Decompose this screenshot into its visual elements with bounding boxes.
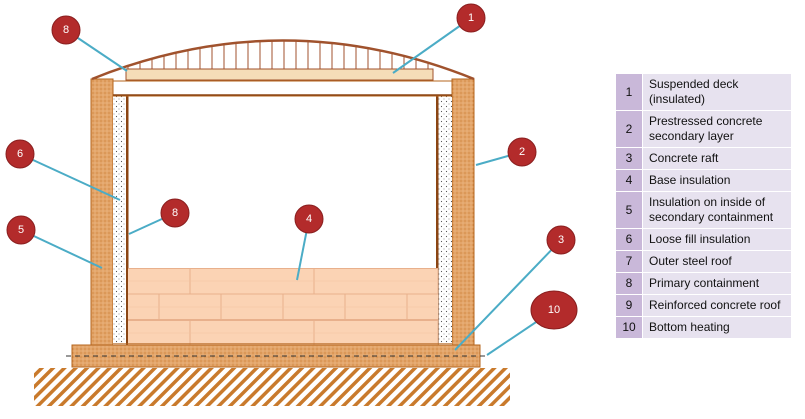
marker-10: 10	[530, 290, 578, 330]
legend-label: Primary containment	[642, 272, 792, 295]
marker-6-label: 6	[17, 148, 23, 160]
legend-label: Outer steel roof	[642, 250, 792, 273]
marker-10-badge	[530, 290, 578, 330]
marker-6-badge	[5, 139, 35, 169]
roof-ribs	[127, 40, 429, 69]
marker-6: 6	[5, 139, 35, 169]
leader-1	[392, 17, 472, 74]
marker-3-badge	[546, 225, 576, 255]
suspended-deck	[125, 68, 434, 81]
leader-3	[454, 239, 562, 351]
left-primary-wall	[126, 96, 129, 345]
marker-7-label: 8	[63, 24, 69, 36]
marker-2-badge	[507, 137, 537, 167]
leader-6	[19, 153, 121, 201]
right-primary-wall	[436, 96, 439, 345]
marker-7: 8	[51, 15, 81, 45]
marker-5-badge	[6, 215, 36, 245]
legend-number: 10	[615, 316, 643, 339]
marker-4-badge	[294, 204, 324, 234]
legend-label: Bottom heating	[642, 316, 792, 339]
marker-1-badge	[456, 3, 486, 33]
reinforced-concrete-roof	[112, 80, 453, 97]
marker-8-badge	[160, 198, 190, 228]
marker-10-label: 10	[548, 304, 560, 316]
marker-2: 2	[507, 137, 537, 167]
marker-3: 3	[546, 225, 576, 255]
leader-5	[20, 229, 103, 269]
marker-1: 1	[456, 3, 486, 33]
marker-5: 5	[6, 215, 36, 245]
legend-number: 8	[615, 272, 643, 295]
legend-label: Insulation on inside of secondary contai…	[642, 191, 792, 229]
legend-number: 7	[615, 250, 643, 273]
marker-2-label: 2	[519, 146, 525, 158]
legend-label: Loose fill insulation	[642, 228, 792, 251]
marker-1-label: 1	[468, 12, 474, 24]
outer-steel-roof	[91, 39, 475, 81]
ground-hatch	[34, 368, 510, 406]
marker-8-label: 8	[172, 207, 178, 219]
marker-7-badge	[51, 15, 81, 45]
left-loose-fill	[113, 96, 127, 345]
legend-label: Prestressed concrete secondary layer	[642, 110, 792, 148]
marker-5-label: 5	[18, 224, 24, 236]
marker-4-label: 4	[306, 213, 312, 225]
marker-8: 8	[160, 198, 190, 228]
legend-label: Base insulation	[642, 169, 792, 192]
right-loose-fill	[438, 96, 452, 345]
left-outer-wall	[90, 78, 114, 346]
legend-label: Suspended deck (insulated)	[642, 73, 792, 111]
legend-number: 5	[615, 191, 643, 229]
legend-label: Concrete raft	[642, 147, 792, 170]
legend-number: 9	[615, 294, 643, 317]
right-outer-wall	[451, 78, 475, 346]
legend-label: Reinforced concrete roof	[642, 294, 792, 317]
legend-number: 6	[615, 228, 643, 251]
marker-3-label: 3	[558, 234, 564, 246]
legend-number: 1	[615, 73, 643, 111]
marker-4: 4	[294, 204, 324, 234]
legend-number: 4	[615, 169, 643, 192]
legend-number: 3	[615, 147, 643, 170]
base-insulation	[128, 268, 438, 345]
legend-number: 2	[615, 110, 643, 148]
